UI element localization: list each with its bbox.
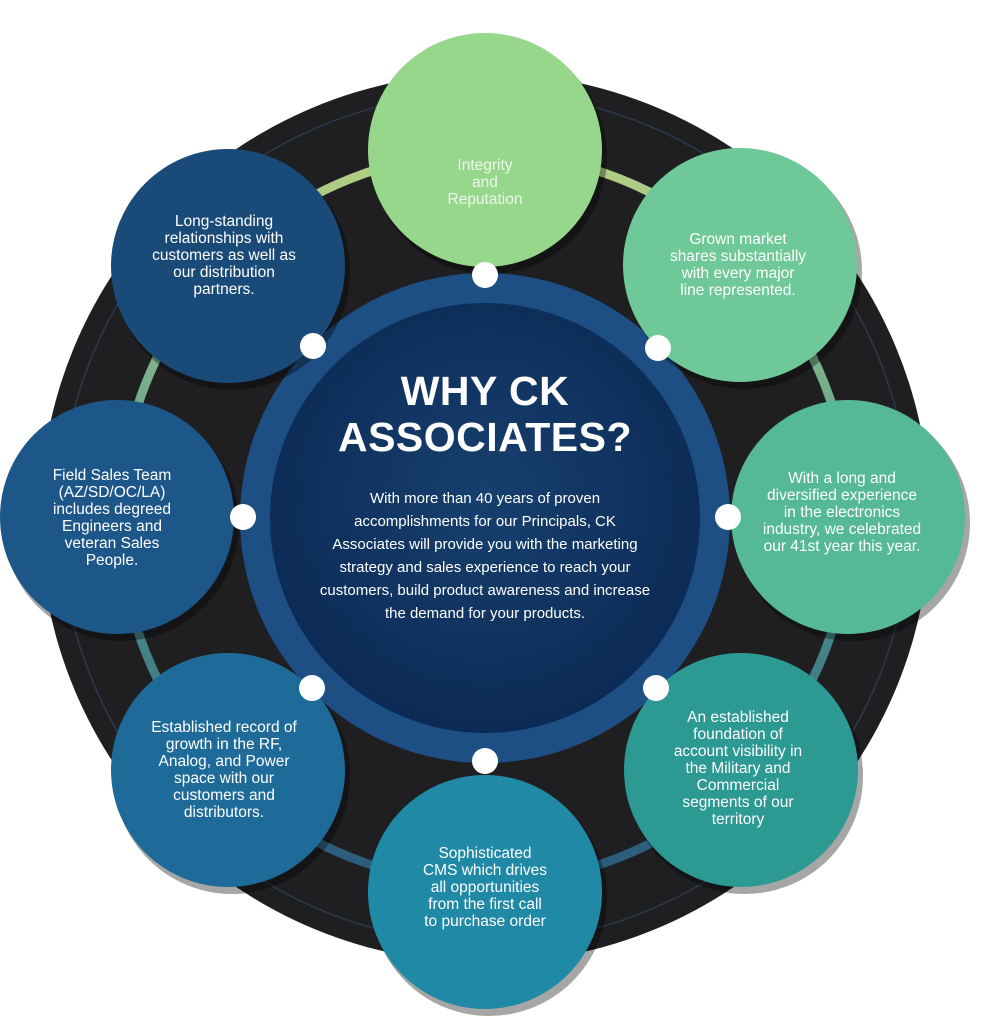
node-label-military: An established foundation of account vis… <box>673 708 803 828</box>
connector-dot-rf-analog <box>299 675 325 701</box>
connector-dot-relationships <box>300 333 326 359</box>
node-circle-field-sales <box>0 400 234 634</box>
node-circle-rf-analog <box>111 653 345 887</box>
connector-dot-integrity <box>472 262 498 288</box>
center-description: With more than 40 years of proven accomp… <box>319 490 651 622</box>
node-circle-market-shares <box>623 148 857 382</box>
node-label-cms: Sophisticated CMS which drives all oppor… <box>422 844 548 930</box>
center-title: WHY CK ASSOCIATES? <box>337 368 633 460</box>
node-circle-relationships <box>111 149 345 383</box>
connector-dot-field-sales <box>230 504 256 530</box>
nodes-layer <box>0 33 970 1016</box>
connector-dot-market-shares <box>645 335 671 361</box>
connector-dot-experience <box>715 504 741 530</box>
node-label-market-shares: Grown market shares substantially with e… <box>669 231 807 299</box>
node-label-rf-analog: Established record of growth in the RF, … <box>151 719 297 821</box>
connector-dots-layer <box>230 262 741 774</box>
node-label-experience: With a long and diversified experience i… <box>762 469 922 555</box>
node-circle-military <box>624 653 858 887</box>
node-circle-experience <box>731 400 965 634</box>
node-circle-cms <box>368 775 602 1009</box>
center-circle-inner <box>270 303 700 733</box>
node-label-relationships: Long-standing relationships with custome… <box>152 212 296 298</box>
node-label-integrity: Integrity and Reputation <box>447 156 523 208</box>
node-label-field-sales: Field Sales Team (AZ/SD/OC/LA) includes … <box>52 467 172 569</box>
connector-dot-cms <box>472 748 498 774</box>
node-circle-integrity <box>368 33 602 267</box>
connector-dot-military <box>643 675 669 701</box>
